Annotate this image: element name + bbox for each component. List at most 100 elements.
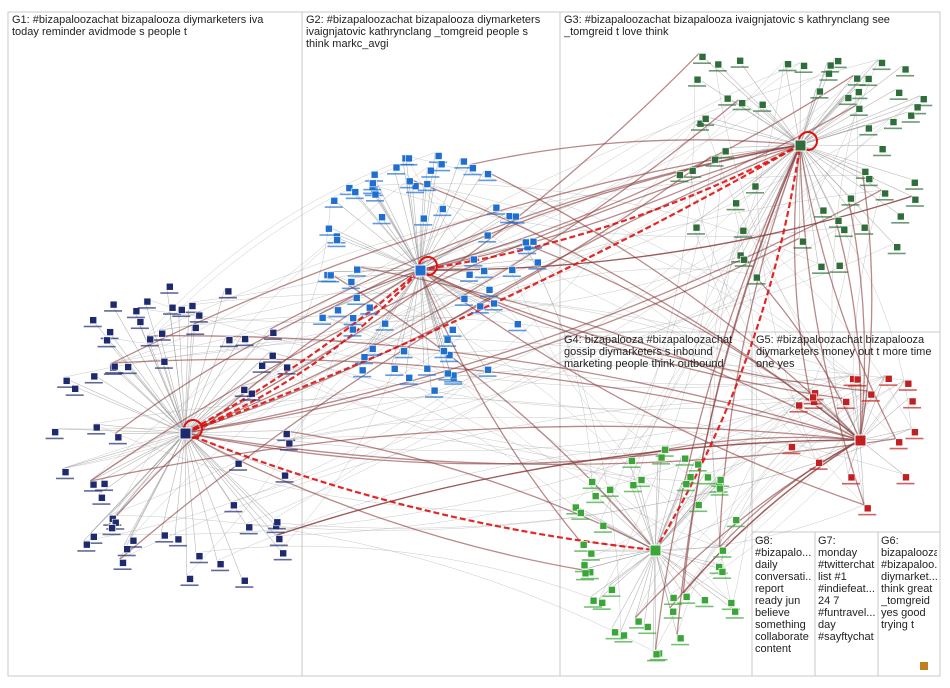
node-avatar[interactable]	[896, 212, 905, 221]
node-avatar[interactable]	[230, 501, 238, 510]
node-avatar[interactable]	[576, 509, 585, 517]
node-avatar[interactable]	[800, 62, 808, 70]
node-avatar[interactable]	[345, 184, 354, 192]
hub-node[interactable]	[179, 427, 192, 440]
node-avatar[interactable]	[721, 147, 730, 156]
node-avatar[interactable]	[855, 105, 864, 113]
node-avatar[interactable]	[240, 576, 249, 585]
node-avatar[interactable]	[318, 314, 327, 322]
node-avatar[interactable]	[581, 569, 590, 578]
node-avatar[interactable]	[692, 223, 701, 232]
node-avatar[interactable]	[448, 326, 457, 334]
node-avatar[interactable]	[62, 377, 71, 385]
node-avatar[interactable]	[842, 398, 850, 406]
hub-node[interactable]	[414, 264, 427, 277]
node-avatar[interactable]	[676, 171, 684, 179]
node-avatar[interactable]	[834, 217, 843, 225]
node-avatar[interactable]	[330, 196, 339, 205]
node-avatar[interactable]	[492, 203, 501, 212]
node-avatar[interactable]	[913, 103, 922, 112]
node-avatar[interactable]	[514, 320, 522, 329]
node-avatar[interactable]	[736, 56, 744, 65]
node-avatar[interactable]	[381, 319, 389, 328]
node-avatar[interactable]	[241, 335, 249, 343]
node-avatar[interactable]	[460, 295, 469, 303]
node-avatar[interactable]	[629, 481, 638, 490]
node-avatar[interactable]	[681, 454, 689, 463]
node-avatar[interactable]	[920, 662, 928, 670]
node-avatar[interactable]	[258, 361, 266, 370]
node-avatar[interactable]	[123, 545, 132, 553]
node-avatar[interactable]	[89, 316, 98, 324]
node-avatar[interactable]	[103, 336, 111, 345]
node-avatar[interactable]	[225, 336, 234, 344]
node-avatar[interactable]	[273, 518, 282, 527]
node-avatar[interactable]	[351, 188, 360, 196]
node-avatar[interactable]	[483, 231, 492, 240]
node-avatar[interactable]	[534, 258, 542, 267]
node-avatar[interactable]	[835, 262, 844, 270]
node-avatar[interactable]	[360, 353, 369, 361]
node-avatar[interactable]	[864, 75, 873, 83]
node-avatar[interactable]	[758, 100, 767, 109]
node-avatar[interactable]	[333, 236, 341, 244]
node-avatar[interactable]	[405, 374, 414, 382]
node-avatar[interactable]	[195, 552, 204, 561]
node-avatar[interactable]	[676, 634, 685, 643]
node-avatar[interactable]	[470, 255, 478, 264]
node-avatar[interactable]	[158, 329, 167, 338]
node-avatar[interactable]	[739, 226, 748, 235]
node-avatar[interactable]	[405, 154, 413, 163]
node-avatar[interactable]	[686, 473, 695, 481]
node-avatar[interactable]	[505, 212, 514, 220]
node-avatar[interactable]	[732, 199, 740, 208]
node-avatar[interactable]	[240, 386, 249, 394]
node-avatar[interactable]	[392, 163, 401, 172]
node-avatar[interactable]	[716, 476, 725, 484]
node-avatar[interactable]	[657, 453, 666, 462]
node-avatar[interactable]	[400, 347, 408, 356]
node-avatar[interactable]	[347, 278, 356, 286]
node-avatar[interactable]	[740, 255, 748, 264]
node-avatar[interactable]	[98, 493, 106, 502]
node-avatar[interactable]	[146, 335, 155, 344]
node-avatar[interactable]	[889, 118, 898, 126]
node-avatar[interactable]	[195, 311, 204, 320]
node-avatar[interactable]	[753, 273, 761, 282]
node-avatar[interactable]	[437, 160, 446, 169]
node-avatar[interactable]	[490, 299, 498, 308]
node-avatar[interactable]	[809, 393, 817, 402]
node-avatar[interactable]	[718, 568, 727, 576]
node-avatar[interactable]	[694, 460, 703, 469]
node-avatar[interactable]	[434, 152, 443, 160]
node-avatar[interactable]	[371, 190, 380, 199]
node-avatar[interactable]	[826, 61, 835, 70]
node-avatar[interactable]	[589, 596, 598, 605]
node-avatar[interactable]	[893, 243, 902, 251]
node-avatar[interactable]	[895, 89, 903, 97]
node-avatar[interactable]	[661, 445, 669, 454]
node-avatar[interactable]	[819, 206, 828, 215]
node-avatar[interactable]	[160, 357, 169, 366]
node-avatar[interactable]	[682, 593, 691, 601]
node-avatar[interactable]	[716, 484, 724, 493]
node-avatar[interactable]	[867, 390, 876, 399]
node-avatar[interactable]	[844, 94, 853, 102]
hub-node[interactable]	[794, 139, 807, 152]
node-avatar[interactable]	[476, 302, 485, 311]
node-avatar[interactable]	[445, 351, 454, 359]
node-avatar[interactable]	[114, 433, 123, 442]
node-avatar[interactable]	[349, 314, 357, 322]
node-avatar[interactable]	[174, 535, 183, 544]
node-avatar[interactable]	[834, 57, 842, 65]
node-avatar[interactable]	[904, 379, 913, 388]
node-avatar[interactable]	[129, 536, 138, 545]
node-avatar[interactable]	[847, 194, 855, 203]
node-avatar[interactable]	[591, 492, 600, 500]
node-avatar[interactable]	[465, 270, 474, 279]
node-avatar[interactable]	[512, 212, 520, 221]
node-avatar[interactable]	[693, 75, 702, 84]
node-avatar[interactable]	[234, 459, 243, 468]
node-avatar[interactable]	[606, 486, 614, 494]
node-avatar[interactable]	[598, 599, 607, 607]
